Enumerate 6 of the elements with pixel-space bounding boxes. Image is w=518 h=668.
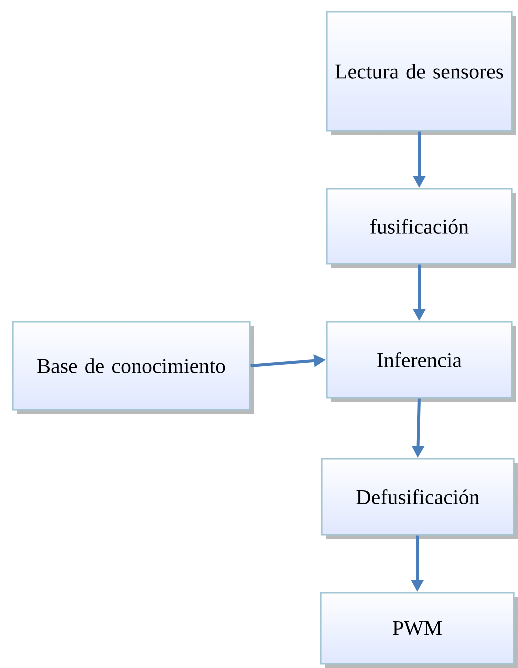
process-box: Base de conocimiento — [12, 321, 254, 414]
process-box: Defusificación — [321, 458, 518, 539]
process-box: PWM — [320, 592, 518, 668]
process-box: Lectura de sensores — [326, 11, 516, 135]
process-box: fusificación — [326, 188, 516, 268]
process-box: Inferencia — [326, 321, 516, 402]
